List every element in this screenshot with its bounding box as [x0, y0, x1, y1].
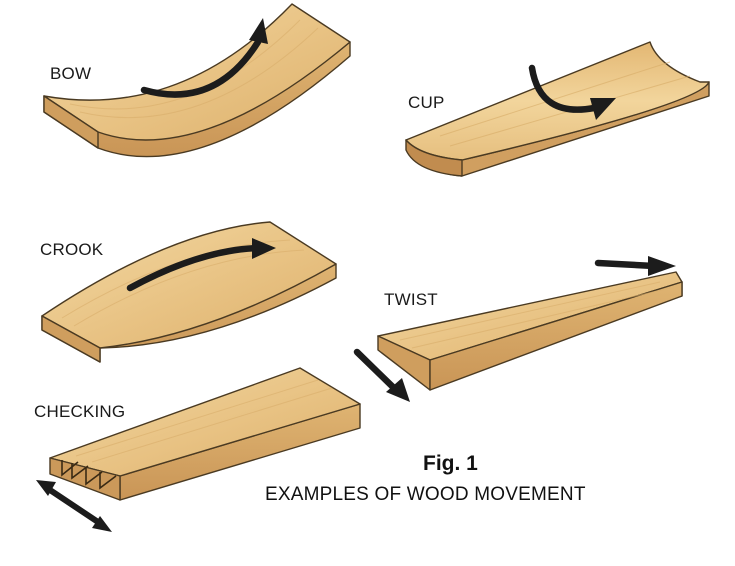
figure-caption: EXAMPLES OF WOOD MOVEMENT — [265, 484, 586, 505]
checking-cracks — [61, 460, 117, 490]
bow-arrow-icon — [140, 18, 268, 98]
checking-double-arrow-icon — [36, 480, 112, 532]
label-cup: CUP — [408, 93, 445, 112]
cup-arrow-icon — [528, 64, 616, 120]
twist-board — [377, 271, 683, 391]
label-crook: CROOK — [40, 240, 104, 259]
twist-arrow-down-icon — [353, 348, 410, 402]
twist-arrow-right-icon — [594, 256, 676, 276]
label-checking: CHECKING — [34, 402, 125, 421]
label-twist: TWIST — [384, 290, 438, 309]
label-bow: BOW — [50, 64, 91, 83]
crook-arrow-icon — [126, 238, 276, 292]
bow-board — [43, 3, 351, 158]
checking-board — [49, 367, 361, 501]
cup-board — [405, 41, 710, 177]
figure-number: Fig. 1 — [423, 452, 478, 475]
